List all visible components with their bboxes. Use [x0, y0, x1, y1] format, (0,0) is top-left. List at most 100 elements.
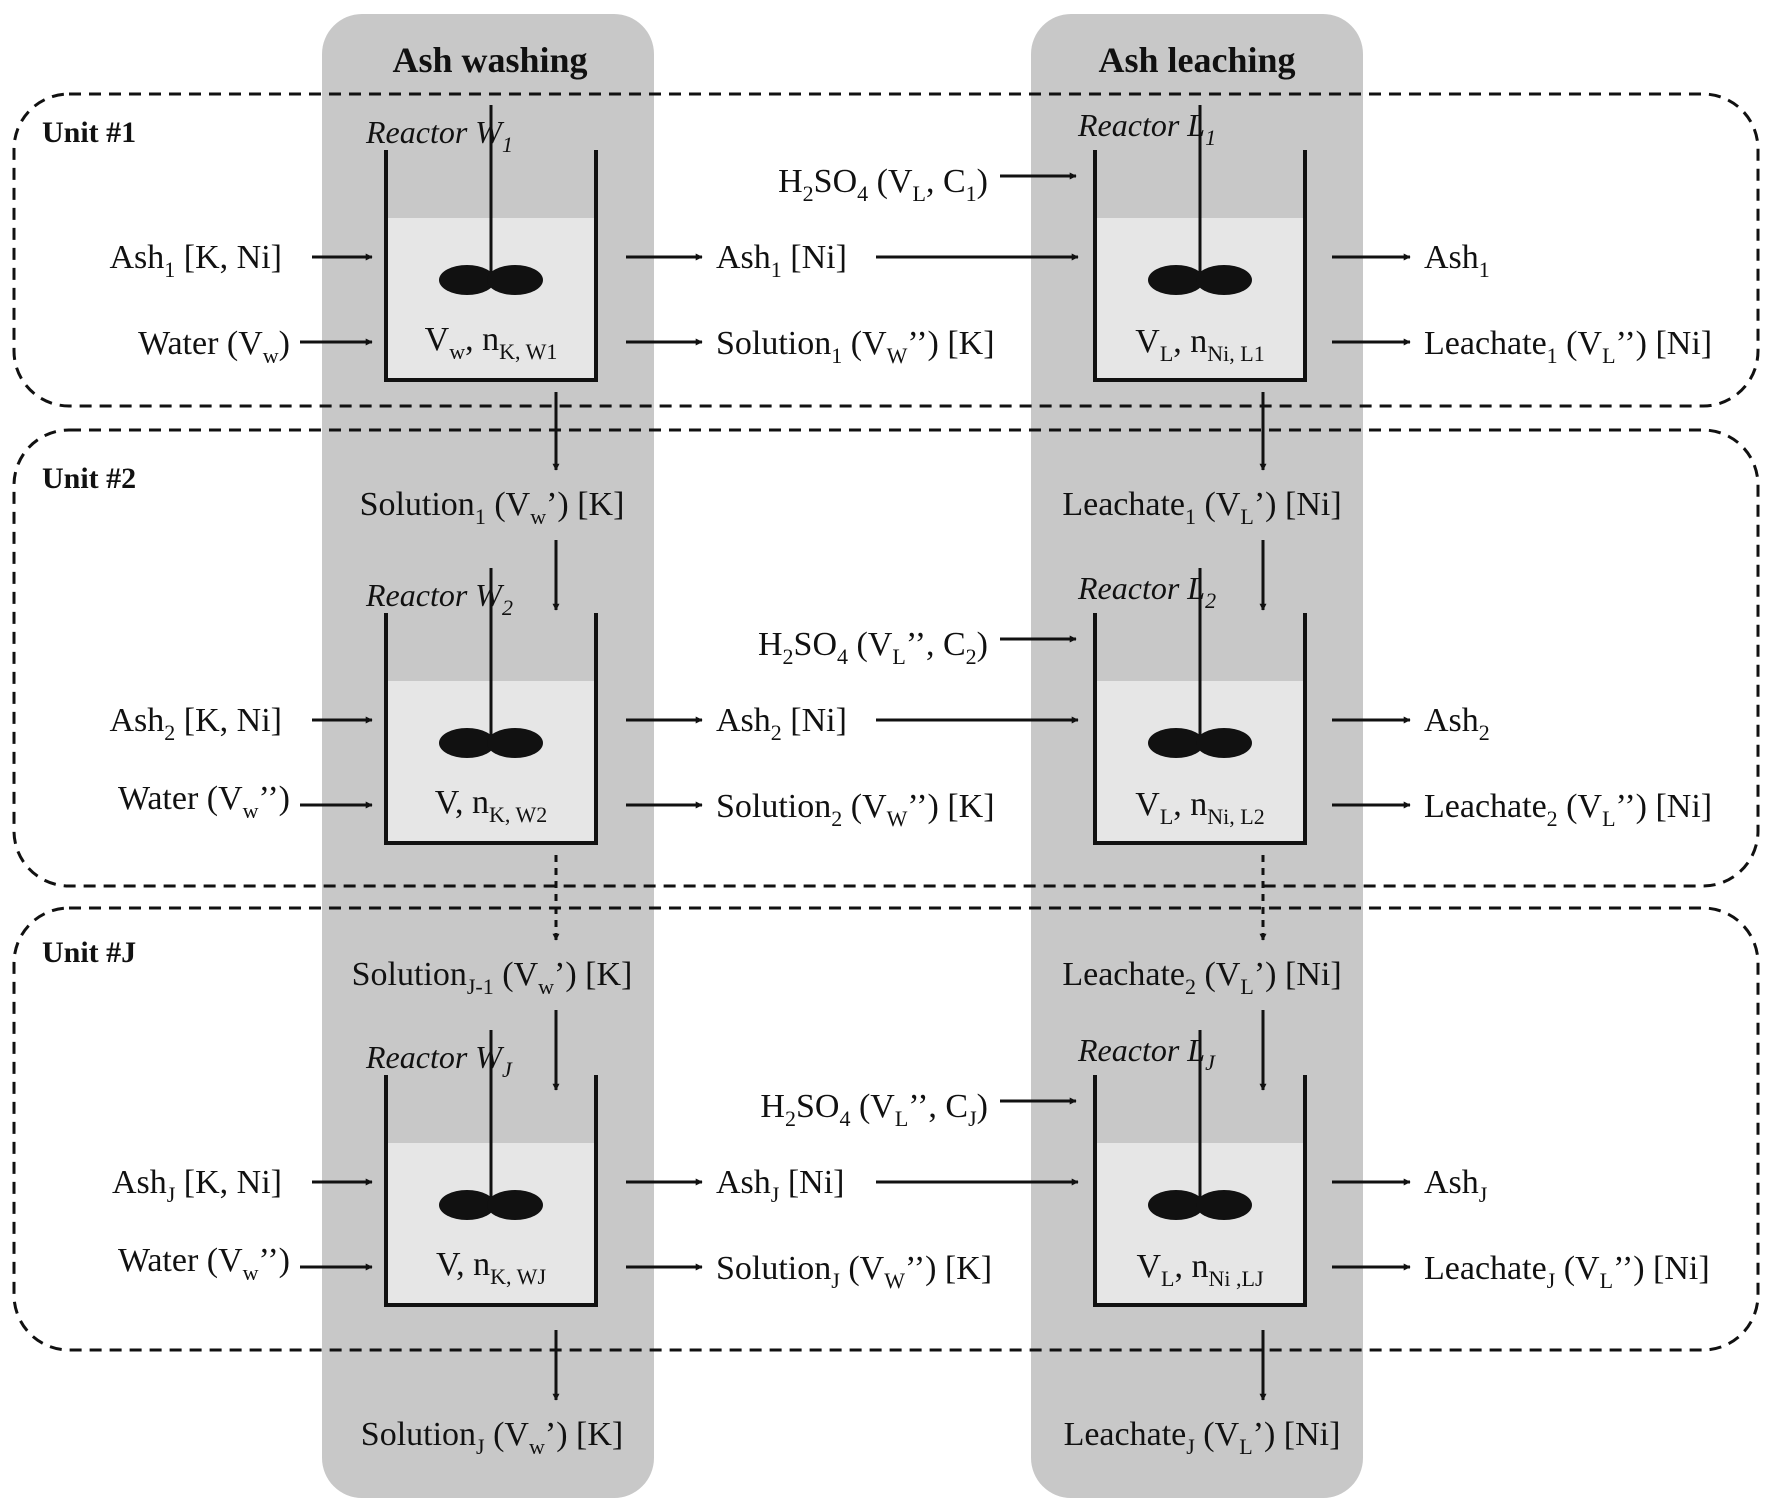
tank-wall [384, 613, 598, 845]
solution-transfer-label: SolutionJ (Vw’) [K] [361, 1416, 623, 1459]
subscript: J [502, 1057, 513, 1082]
text-run: Water (V [118, 1242, 243, 1279]
reactor-l-label: Reactor L1 [1077, 107, 1216, 150]
subscript: 1 [1547, 343, 1558, 368]
subscript: 1 [966, 181, 977, 206]
text-run: Ash [716, 239, 771, 276]
text-run: (V [1558, 788, 1603, 825]
text-run: V [1135, 786, 1160, 823]
subscript: 2 [1479, 720, 1490, 745]
subscript: Ni, L [1207, 341, 1253, 366]
text-run: V [1136, 1248, 1161, 1285]
text-run: Solution [360, 486, 475, 523]
subscript: 1 [1205, 125, 1216, 150]
subscript: 2 [502, 595, 513, 620]
ash-mid-label: Ash1 [Ni] [716, 239, 847, 282]
subscript: L [1160, 341, 1173, 366]
text-run: Ash [112, 1164, 167, 1201]
reactor-w-label: Reactor W1 [365, 114, 513, 157]
text-run: ’’, C [906, 626, 966, 663]
subscript: w [538, 974, 554, 999]
text-run: [Ni] [782, 239, 847, 276]
text-run: ’) [K] [546, 486, 624, 523]
stirrer-blade-right [1196, 728, 1252, 758]
text-run: ’) [K] [545, 1416, 623, 1453]
subscript: 2 [1205, 588, 1216, 613]
text-run: [K, Ni] [175, 239, 282, 276]
subscript: J [968, 1106, 977, 1131]
subscript: L [1602, 343, 1615, 368]
stirrer-blade-left [439, 728, 495, 758]
text-run: Reactor L [1077, 1032, 1205, 1068]
subscript: 2 [785, 1106, 796, 1131]
text-run: ’’) [Ni] [1616, 325, 1713, 362]
stirrer-blade-right [1196, 1190, 1252, 1220]
washing-tank-content: V, nK, W2 [435, 784, 547, 827]
transfer-1: Solution1 (Vw’) [K]Leachate1 (VL’) [Ni] [360, 392, 1342, 611]
tank-wall [384, 1075, 598, 1307]
text-run: (V [1195, 1416, 1240, 1453]
text-run: Ash [716, 1164, 771, 1201]
stirrer-blade-right [1196, 265, 1252, 295]
unit-boxes [12, 92, 1760, 1352]
text-run: Solution [352, 956, 467, 993]
subscript: 2 [1185, 974, 1196, 999]
text-run: ’’) [Ni] [1613, 1250, 1710, 1287]
stirrer-blade-right [487, 265, 543, 295]
tank-wall [1093, 1075, 1307, 1307]
transfer-3: SolutionJ (Vw’) [K]LeachateJ (VL’) [Ni] [361, 1330, 1340, 1459]
subscript: L [1240, 504, 1253, 529]
text-run: Leachate [1424, 1250, 1547, 1287]
subscript: L [1239, 1434, 1252, 1459]
text-run: SO [796, 1088, 839, 1125]
subscript: w [243, 1260, 259, 1285]
subscript: L [913, 181, 926, 206]
subscript: K, W [499, 339, 546, 364]
text-run: [Ni] [782, 702, 847, 739]
text-run: , n [1175, 1248, 1209, 1285]
leaching-tank [1093, 1030, 1307, 1307]
text-run: ’’) [K] [907, 788, 994, 825]
unit-box-2 [12, 428, 1760, 888]
subscript: Ni ,L [1209, 1266, 1255, 1291]
stirrer-blade-left [1148, 1190, 1204, 1220]
subscript: 2 [771, 720, 782, 745]
leaching-tank-content: VL, nNi, L1 [1135, 323, 1264, 366]
subscript: J [476, 1434, 485, 1459]
ash-out-label: Ash1 [1424, 239, 1490, 282]
text-run: Ash [1424, 239, 1479, 276]
subscript: L [1600, 1268, 1613, 1293]
ash-out-label: Ash2 [1424, 702, 1490, 745]
water-input-label: Water (Vw) [138, 325, 290, 368]
subscript: w [529, 1434, 545, 1459]
text-run: V, n [436, 1246, 490, 1283]
subscript: J [771, 1182, 780, 1207]
text-run: V [1135, 323, 1160, 360]
leachate-transfer-label: Leachate2 (VL’) [Ni] [1062, 956, 1341, 999]
text-run: Ash [110, 239, 165, 276]
text-run: (V [494, 956, 539, 993]
subscript: 1 [831, 343, 842, 368]
tank-wall [1093, 613, 1307, 845]
text-run: (V [840, 1250, 885, 1287]
washing-tank [384, 105, 598, 382]
text-run: SO [814, 163, 857, 200]
subscript: w [263, 343, 279, 368]
text-run: (V [842, 788, 887, 825]
solution-transfer-label: Solution1 (Vw’) [K] [360, 486, 625, 529]
subscript: 1 [475, 504, 486, 529]
text-run: V, n [435, 784, 489, 821]
text-run: V [425, 321, 450, 358]
subscript: w [530, 504, 546, 529]
text-run: Leachate [1424, 788, 1547, 825]
text-run: Ash [1424, 702, 1479, 739]
water-input-label: Water (Vw’’) [118, 1242, 290, 1285]
text-run: Leachate [1424, 325, 1547, 362]
text-run: H [760, 1088, 785, 1125]
text-run: [K, Ni] [175, 1164, 282, 1201]
text-run: Water (V [118, 780, 243, 817]
unit-label-j: Unit #J [42, 936, 136, 969]
